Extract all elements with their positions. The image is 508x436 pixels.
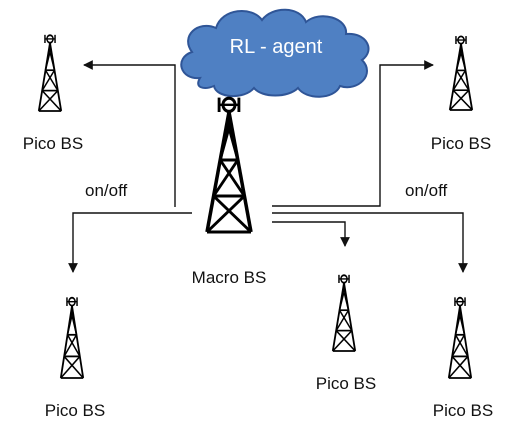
pico-bs-bottom-right: Pico BS [433,296,493,420]
pico-bs-top-right: Pico BS [431,35,491,153]
tower-icon [331,273,357,353]
link-macro-to-pico-top-right [272,60,434,207]
pico-bs-bottom-middle: Pico BS [316,273,376,393]
switch-label-left: on/off [85,181,128,200]
pico-bs-label: Pico BS [23,134,83,153]
pico-bs-label: Pico BS [433,401,493,420]
tower-icon [205,95,253,234]
macro-bs: Macro BS [192,95,267,287]
pico-bs-top-left: Pico BS [23,33,83,153]
tower-icon [448,35,474,112]
link-macro-to-pico-bottom-right [272,212,468,273]
link-macro-to-pico-bottom-left [68,212,192,273]
rl-agent-label: RL - agent [230,36,323,58]
pico-bs-label: Pico BS [431,134,491,153]
tower-icon [59,296,85,380]
tower-icon [37,33,63,113]
macro-bs-label: Macro BS [192,268,267,287]
switch-label-right: on/off [405,181,448,200]
pico-bs-label: Pico BS [316,374,376,393]
pico-bs-label: Pico BS [45,401,105,420]
rl-agent-cloud: RL - agent [180,8,370,98]
tower-icon [447,296,473,380]
connections [68,60,468,273]
pico-bs-bottom-left: Pico BS [45,296,105,420]
cloud-icon [180,8,370,98]
link-macro-to-pico-top-left [83,60,176,207]
link-macro-to-pico-bottom-middle [272,221,350,247]
